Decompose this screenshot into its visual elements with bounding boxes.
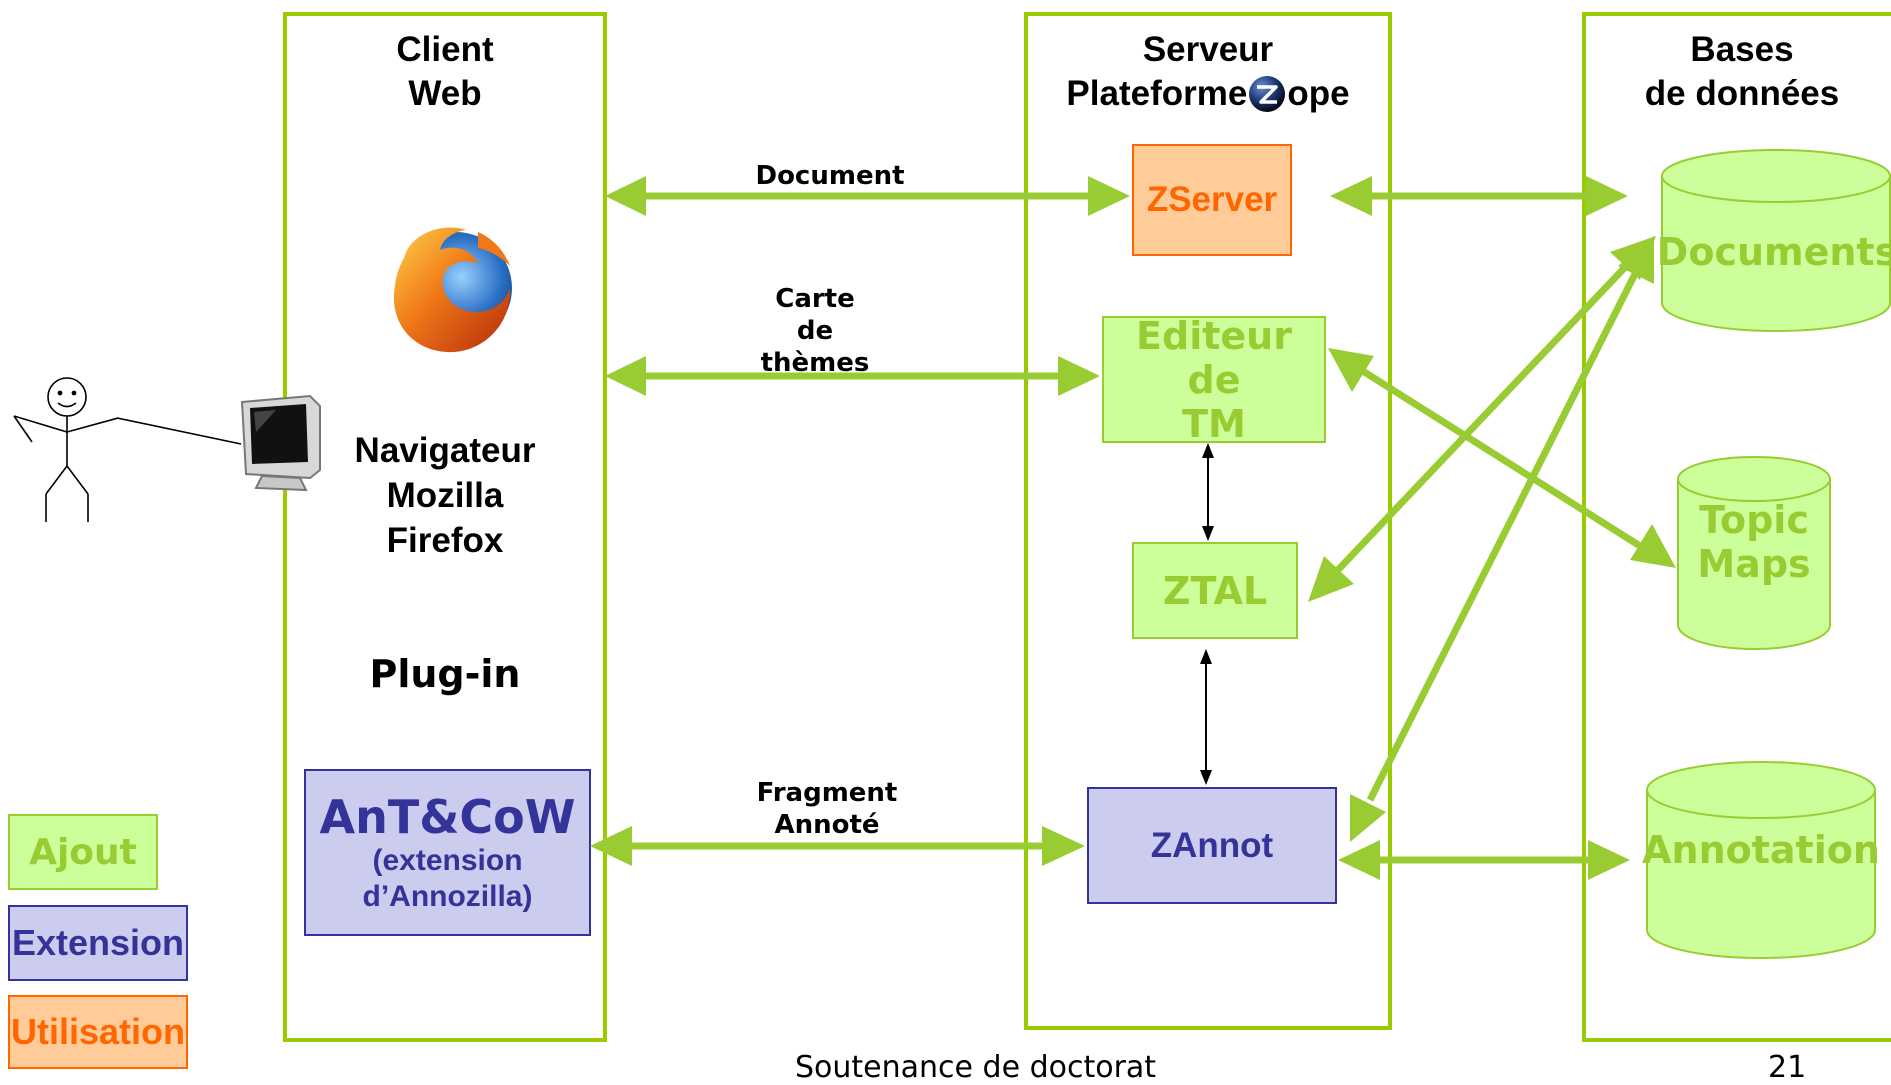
- antcow-sub2: d’Annozilla): [362, 879, 533, 913]
- user-connection-line: [116, 417, 242, 445]
- client-header: Client Web: [283, 28, 607, 116]
- zannot-label: ZAnnot: [1150, 825, 1274, 865]
- arrow-ztal-documents: [1308, 236, 1656, 602]
- arrow-fragment-annote: [590, 826, 1085, 866]
- database-header-line1: Bases: [1690, 30, 1794, 69]
- editeur-line2: de: [1187, 357, 1241, 402]
- client-header-line2: Web: [408, 74, 482, 113]
- antcow-sub1: (extension: [372, 843, 523, 877]
- database-column: [1582, 12, 1891, 1042]
- legend-ajout-label: Ajout: [29, 831, 137, 873]
- arrow-ztal-zannot: [1200, 649, 1212, 785]
- topic-maps-label: Topic Maps: [1676, 498, 1832, 586]
- stick-figure-user-icon: [8, 370, 119, 530]
- documents-cylinder: [1661, 149, 1891, 332]
- database-header: Bases de données: [1582, 28, 1891, 116]
- arrow-zannot-documents: [1350, 236, 1654, 842]
- legend-utilisation: Utilisation: [8, 995, 188, 1069]
- label-fragment-annote: Fragment Annoté: [727, 777, 927, 841]
- footer-page-number: 21: [1768, 1050, 1807, 1085]
- navigator-label: Navigateur Mozilla Firefox: [283, 428, 607, 563]
- firefox-logo-icon: [382, 214, 522, 364]
- server-header-line1: Serveur: [1142, 30, 1274, 69]
- label-document: Document: [755, 161, 905, 191]
- client-header-line1: Client: [396, 30, 494, 69]
- server-header: Serveur Plateforme ope: [1024, 28, 1392, 116]
- label-carte-line1: Carte: [775, 284, 855, 314]
- client-column: [283, 12, 607, 1042]
- topic-maps-line1: Topic: [1699, 498, 1809, 542]
- annotation-cylinder: [1646, 761, 1876, 959]
- zope-logo-icon: [1248, 75, 1286, 113]
- editeur-line1: Editeur: [1136, 313, 1292, 358]
- ztal-box: ZTAL: [1132, 542, 1298, 639]
- label-carte-themes: Carte de thèmes: [740, 283, 890, 379]
- computer-monitor-icon: [236, 388, 326, 498]
- server-header-line2: Plateforme ope: [1024, 72, 1392, 116]
- arrow-document: [605, 176, 1130, 216]
- documents-label: Documents: [1656, 230, 1891, 274]
- navigator-line2: Mozilla: [386, 476, 504, 515]
- annotation-label: Annotation: [1642, 828, 1880, 872]
- label-fragment-line2: Annoté: [774, 810, 880, 840]
- antcow-box: AnT&CoW (extension d’Annozilla): [304, 769, 591, 936]
- topic-maps-line2: Maps: [1697, 542, 1811, 586]
- arrow-editeur-ztal: [1202, 443, 1214, 541]
- zserver-box: ZServer: [1132, 144, 1292, 256]
- database-header-line2: de données: [1644, 74, 1840, 113]
- legend-extension-label: Extension: [11, 922, 185, 963]
- footer-title: Soutenance de doctorat: [795, 1050, 1157, 1085]
- legend-utilisation-label: Utilisation: [10, 1011, 185, 1052]
- navigator-line1: Navigateur: [354, 431, 536, 470]
- server-column: [1024, 12, 1392, 1030]
- server-header-prefix: Plateforme: [1066, 74, 1248, 113]
- label-carte-line3: thèmes: [760, 348, 870, 378]
- legend-ajout: Ajout: [8, 814, 158, 890]
- editeur-line3: TM: [1182, 401, 1246, 446]
- arrow-zserver-documents: [1330, 176, 1628, 216]
- topic-maps-cylinder: [1677, 456, 1831, 650]
- label-carte-line2: de: [796, 316, 834, 346]
- ztal-label: ZTAL: [1162, 568, 1268, 613]
- arrow-zannot-annotation: [1338, 840, 1630, 880]
- editeur-tm-box: Editeur de TM: [1102, 313, 1326, 446]
- legend-extension: Extension: [8, 905, 188, 981]
- zannot-box: ZAnnot: [1087, 787, 1337, 904]
- server-header-suffix: ope: [1287, 74, 1350, 113]
- arrow-carte-themes: [605, 356, 1100, 396]
- antcow-title: AnT&CoW: [319, 789, 576, 844]
- arrow-editeur-topicmaps: [1328, 348, 1676, 568]
- label-fragment-line1: Fragment: [756, 778, 898, 808]
- plugin-label: Plug-in: [369, 652, 521, 696]
- zserver-label: ZServer: [1146, 180, 1278, 219]
- navigator-line3: Firefox: [386, 521, 504, 560]
